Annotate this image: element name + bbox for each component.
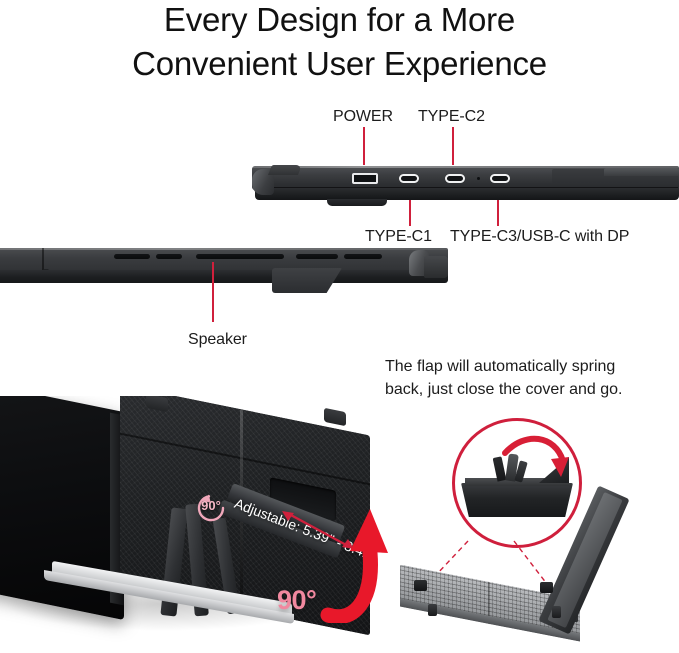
leader-line-type-c1 [409, 196, 411, 226]
power-button-port [352, 173, 378, 184]
inset-spring-arrow-icon [502, 435, 569, 477]
leader-line-type-c3 [497, 196, 499, 226]
open-device-flap-left [414, 580, 427, 591]
leader-line-power [363, 127, 365, 165]
monitor-kickstand-photo [0, 396, 370, 653]
page-title: Every Design for a More Convenient User … [0, 0, 679, 86]
adjustable-dimension-arrow [282, 511, 354, 549]
open-device-clip-right [552, 606, 561, 618]
device-bottom-face [255, 188, 679, 200]
device-left-hinge-cap [252, 169, 274, 195]
speaker-device-bottom-face [0, 270, 448, 283]
device-notch [267, 165, 303, 175]
device-right-panel-upper [604, 168, 679, 176]
device-right-cap [424, 256, 448, 278]
angle-badge-lower-label: 90° [277, 585, 317, 615]
cover-tab-right [324, 407, 346, 427]
kickstand-flap [272, 268, 342, 293]
speaker-grille-slot [196, 254, 284, 259]
device-foot-tab [327, 199, 387, 206]
callout-label-type-c1: TYPE-C1 [365, 228, 432, 245]
inset-device-body-top [465, 478, 569, 486]
device-port-edge-photo [252, 160, 679, 206]
callout-label-speaker: Speaker [188, 331, 247, 348]
flap-description-line-1: The flap will automatically spring [385, 358, 616, 375]
speaker-device-top-face [0, 248, 448, 271]
type-c3-port [490, 174, 510, 183]
type-c1-port [399, 174, 419, 183]
open-device-flap-right [540, 582, 553, 593]
rotation-arrow-icon [197, 494, 225, 522]
leader-line-speaker [212, 262, 214, 322]
open-device-photo [392, 485, 679, 653]
inset-device-body [461, 483, 573, 517]
angle-badge-upper-label: 90° [201, 498, 221, 513]
speaker-grille-slot [344, 254, 382, 259]
reset-pinhole-icon [477, 177, 480, 180]
rotation-arrow-large-icon [320, 509, 388, 623]
speaker-grille-slot [156, 254, 182, 259]
type-c2-port [445, 174, 465, 183]
speaker-grille-slot [114, 254, 150, 259]
flap-description: The flap will automatically spring back,… [385, 355, 655, 401]
callout-label-type-c3: TYPE-C3/USB-C with DP [450, 228, 630, 245]
callout-label-type-c2: TYPE-C2 [418, 108, 485, 125]
leader-line-type-c2 [452, 127, 454, 165]
headline-line-1: Every Design for a More [163, 1, 516, 38]
angle-badge-upper: 90° [190, 487, 232, 529]
speaker-grille-slot [296, 254, 338, 259]
open-device-clip-left [428, 604, 437, 616]
flap-detail-inset [452, 418, 582, 548]
headline-line-2: Convenient User Experience [132, 45, 547, 82]
device-speaker-edge-photo [0, 248, 452, 303]
flap-description-line-2: back, just close the cover and go. [385, 381, 623, 398]
callout-label-power: POWER [333, 108, 393, 125]
speaker-device-divider [42, 248, 44, 271]
device-seam [258, 187, 678, 188]
